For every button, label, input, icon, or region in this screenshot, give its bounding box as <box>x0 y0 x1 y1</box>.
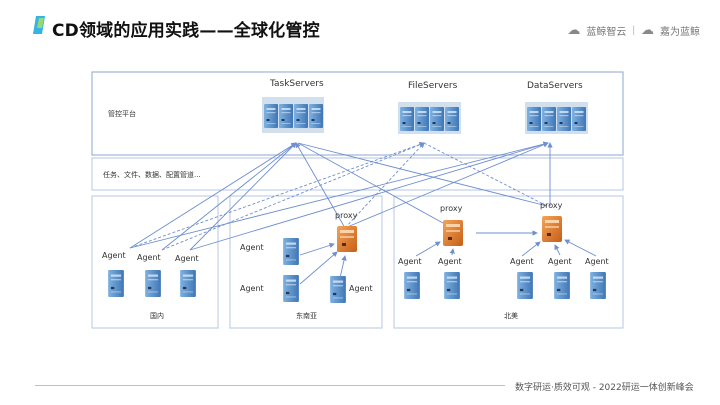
agent-server-icon <box>554 272 570 299</box>
agent-server-icon <box>330 276 346 303</box>
agent-server-icon <box>108 270 124 297</box>
connection-lines <box>129 141 553 251</box>
fileservers-cluster <box>398 102 461 134</box>
agent-server-icon <box>590 272 606 299</box>
footer-text: 数字研运·质效可观 - 2022研运一体创新峰会 <box>515 383 694 393</box>
region-box-domestic <box>91 195 219 329</box>
agent-server-icon <box>517 272 533 299</box>
agent-server-icon <box>283 238 299 265</box>
proxy-label: proxy <box>540 201 563 210</box>
region-label-domestic: 国内 <box>150 311 164 320</box>
dashed-connection-lines <box>129 141 548 251</box>
agent-label: Agent <box>548 257 572 266</box>
cloud-icon: ☁ <box>567 22 581 37</box>
agent-server-icon <box>145 270 161 297</box>
sea-agent-links <box>299 242 347 285</box>
region-box-north-america <box>393 195 624 329</box>
region-label-north-america: 北美 <box>504 311 518 320</box>
platform-label: 管控平台 <box>108 109 136 118</box>
fileservers-label: FileServers <box>408 81 458 91</box>
dataservers-cluster <box>525 102 588 134</box>
agent-label: Agent <box>438 257 462 266</box>
na-agent-links <box>415 239 597 257</box>
taskservers-label: TaskServers <box>269 79 324 89</box>
logo-separator: | <box>632 24 635 36</box>
proxy-server-icon <box>542 216 562 242</box>
pipeline-label: 任务、文件、数据、配置管道... <box>103 170 201 179</box>
agent-server-icon <box>180 270 196 297</box>
cloud-brand-icon: ☁ <box>641 22 654 37</box>
agent-label: Agent <box>137 253 161 262</box>
taskservers-cluster <box>262 97 324 133</box>
agent-label: Agent <box>585 257 609 266</box>
agent-label: Agent <box>240 243 264 252</box>
logo-bluking-label: 蓝鲸智云 <box>586 26 627 38</box>
header-logos: ☁ 蓝鲸智云 | ☁ 嘉为蓝鲸 <box>567 22 700 38</box>
agent-label: Agent <box>510 257 534 266</box>
region-label-southeast-asia: 东南亚 <box>296 311 317 320</box>
dataservers-label: DataServers <box>527 81 583 91</box>
footer-divider <box>35 385 505 386</box>
proxy-label: proxy <box>335 211 358 220</box>
proxy-label: proxy <box>440 204 463 213</box>
agent-label: Agent <box>240 284 264 293</box>
agent-server-icon <box>283 275 299 302</box>
pipeline-box <box>91 157 624 191</box>
agent-label: Agent <box>398 257 422 266</box>
agent-server-icon <box>444 272 460 299</box>
proxy-server-icon <box>337 226 357 252</box>
logo-canway-label: 嘉为蓝鲸 <box>660 26 700 38</box>
title-accent-icon <box>33 16 45 34</box>
proxy-server-icon <box>443 220 463 246</box>
agent-label: Agent <box>175 254 199 263</box>
agent-label: Agent <box>102 251 126 260</box>
agent-server-icon <box>404 272 420 299</box>
page-title: CD领域的应用实践——全球化管控 <box>52 21 320 41</box>
agent-label: Agent <box>349 284 373 293</box>
region-box-southeast-asia <box>229 195 383 329</box>
